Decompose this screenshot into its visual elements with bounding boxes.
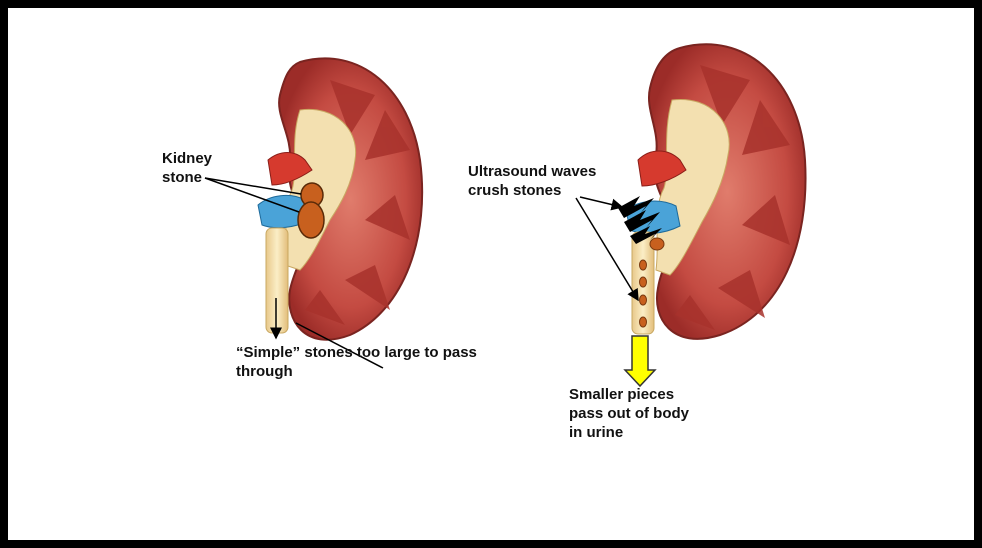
label-ultrasound-line2: crush stones bbox=[468, 182, 596, 201]
stone-fragment bbox=[640, 317, 647, 327]
label-smaller-pieces-line2: pass out of body bbox=[569, 405, 689, 424]
label-ultrasound-line1: Ultrasound waves bbox=[468, 163, 596, 182]
stone-fragment bbox=[640, 260, 647, 270]
label-simple-stones: “Simple” stones too large to pass throug… bbox=[236, 344, 477, 382]
label-kidney-stone-line1: Kidney bbox=[162, 150, 212, 169]
label-smaller-pieces-line3: in urine bbox=[569, 424, 689, 443]
label-ultrasound: Ultrasound waves crush stones bbox=[468, 163, 596, 201]
label-kidney-stone: Kidney stone bbox=[162, 150, 212, 188]
label-kidney-stone-line2: stone bbox=[162, 169, 212, 188]
left-kidney bbox=[258, 58, 422, 339]
stone-fragment bbox=[640, 277, 647, 287]
label-simple-stones-line2: through bbox=[236, 363, 477, 382]
label-smaller-pieces: Smaller pieces pass out of body in urine bbox=[569, 386, 689, 442]
left-kidney-stone-lower bbox=[298, 202, 324, 238]
yellow-down-arrow bbox=[625, 336, 655, 386]
label-smaller-pieces-line1: Smaller pieces bbox=[569, 386, 689, 405]
stone-fragment bbox=[650, 238, 664, 250]
right-kidney bbox=[618, 44, 806, 338]
left-ureter bbox=[266, 228, 288, 333]
label-simple-stones-line1: “Simple” stones too large to pass bbox=[236, 344, 477, 363]
stone-fragment bbox=[640, 295, 647, 305]
